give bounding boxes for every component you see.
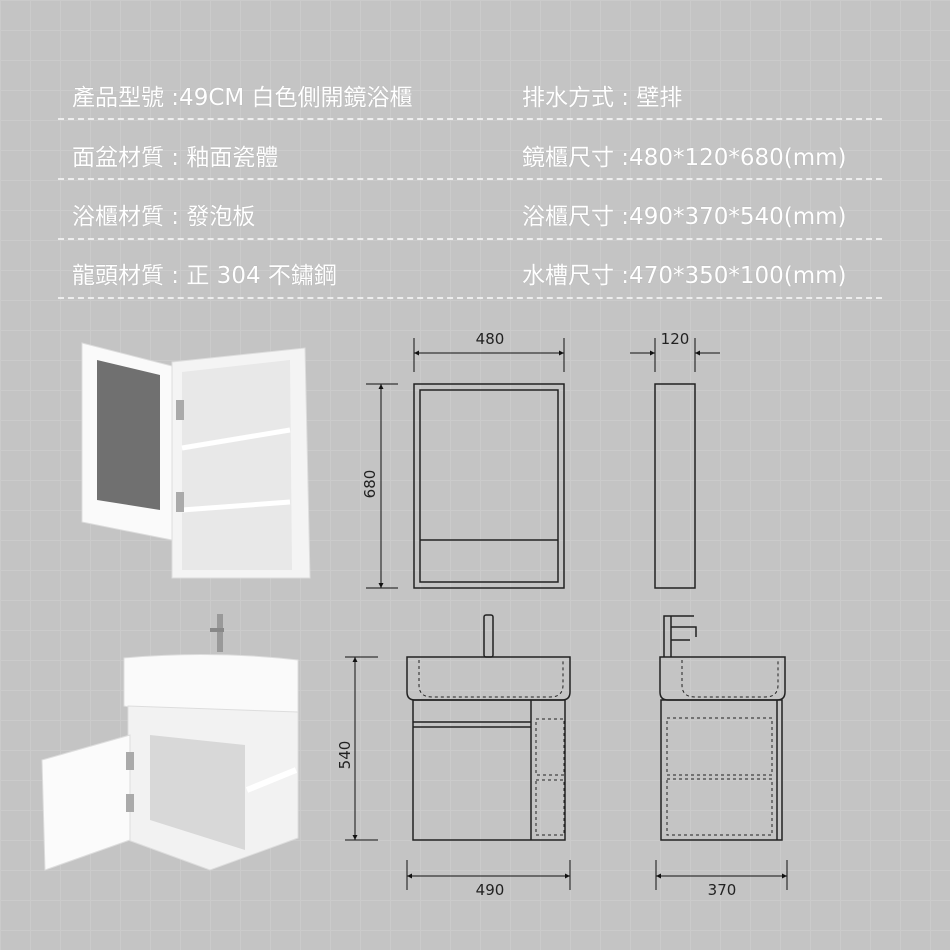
mirror-cabinet-photo (81, 342, 311, 579)
divider (58, 178, 882, 180)
vanity-side-drawing (659, 615, 786, 841)
spec-sink-size: 水槽尺寸 :470*350*100(mm) (522, 263, 847, 289)
spec-drainage: 排水方式 : 壁排 (522, 85, 683, 111)
dim-label-540: 540 (336, 741, 354, 770)
dim-label-480: 480 (476, 330, 505, 348)
dim-label-370: 370 (708, 881, 737, 899)
spec-basin-material: 面盆材質 : 釉面瓷體 (72, 145, 279, 171)
dim-label-490: 490 (476, 881, 505, 899)
divider (58, 297, 882, 299)
mirror-front-drawing (413, 383, 565, 589)
vanity-front-drawing (406, 614, 571, 841)
spec-cabinet-material: 浴櫃材質 : 發泡板 (72, 204, 256, 230)
divider (58, 118, 882, 120)
dim-label-680: 680 (361, 470, 379, 499)
spec-vanity-size: 浴櫃尺寸 :490*370*540(mm) (522, 204, 847, 230)
spec-mirror-size: 鏡櫃尺寸 :480*120*680(mm) (522, 145, 847, 171)
spec-faucet-material: 龍頭材質 : 正 304 不鏽鋼 (72, 263, 337, 289)
vanity-photo (41, 614, 299, 871)
divider (58, 238, 882, 240)
mirror-side-drawing (654, 383, 696, 589)
spec-model: 產品型號 :49CM 白色側開鏡浴櫃 (72, 85, 413, 111)
dim-label-120: 120 (661, 330, 690, 348)
